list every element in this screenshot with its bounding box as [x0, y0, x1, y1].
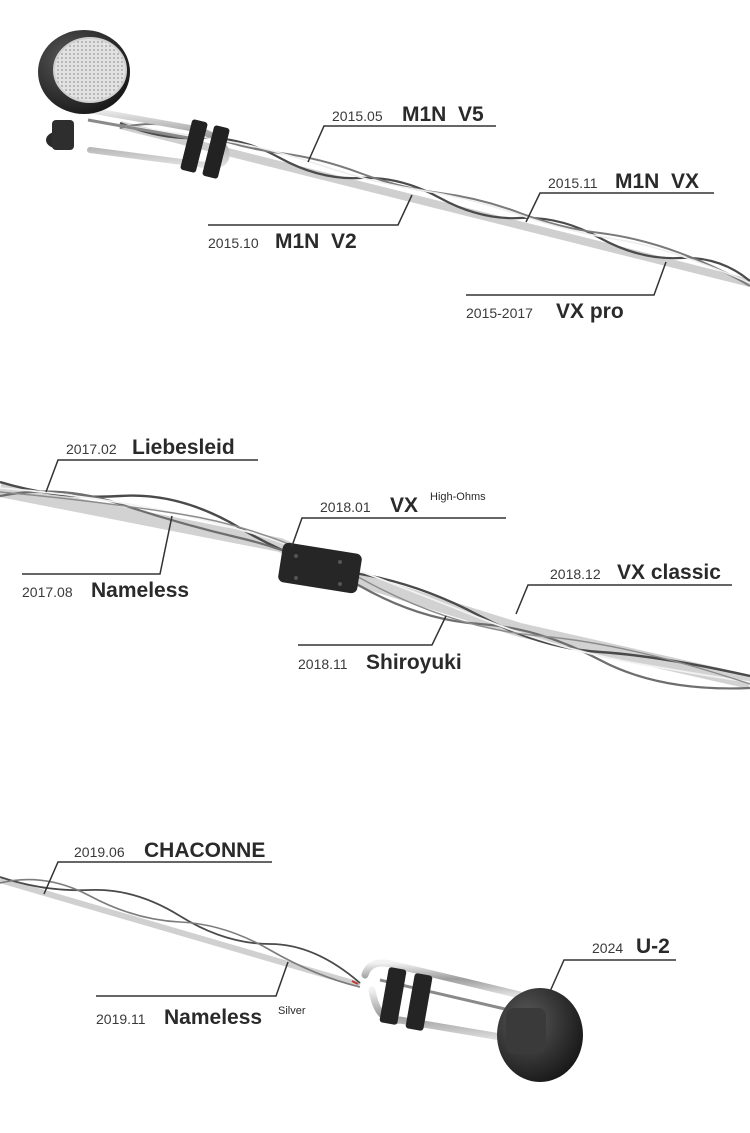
- label-date: 2015.10: [208, 235, 259, 251]
- timeline-label: 2015-2017 VX pro: [466, 261, 667, 323]
- label-name: VX: [390, 494, 418, 517]
- timeline-label: 2015.05 M1N V5: [307, 103, 496, 163]
- timeline-label: 2015.11 M1N VX: [525, 170, 714, 223]
- timeline-label: 2017.08 Nameless: [22, 515, 189, 602]
- label-date: 2015.05: [332, 108, 383, 124]
- label-name: CHACONNE: [144, 839, 265, 862]
- timeline-label: 2018.12 VX classic: [515, 561, 732, 615]
- label-name: M1N V5: [402, 103, 484, 126]
- label-name: M1N V2: [275, 230, 357, 253]
- cable-3: [0, 876, 361, 988]
- timeline-label: 2024 U-2: [547, 935, 676, 997]
- cable-2: [0, 480, 750, 690]
- label-name: VX pro: [556, 300, 624, 323]
- timeline-label: 2019.11 Nameless Silver: [96, 961, 306, 1029]
- earbud-top: [38, 30, 230, 179]
- timeline-label: 2015.10 M1N V2: [208, 194, 413, 253]
- label-date: 2019.11: [96, 1011, 146, 1027]
- label-name: Liebesleid: [132, 436, 235, 459]
- label-date: 2015-2017: [466, 305, 533, 321]
- section-2: 2017.02 Liebesleid 2018.01 VX High-Ohms …: [0, 436, 750, 690]
- label-date: 2018.12: [550, 566, 601, 582]
- label-name: Nameless: [91, 579, 189, 602]
- section-1: 2015.05 M1N V5 2015.11 M1N VX 2015.10 M1…: [38, 30, 750, 323]
- label-name: Shiroyuki: [366, 651, 462, 674]
- label-date: 2015.11: [548, 175, 598, 191]
- label-date: 2018.11: [298, 656, 348, 672]
- label-name: VX classic: [617, 561, 721, 584]
- timeline-label: 2019.06 CHACONNE: [43, 839, 272, 895]
- earbud-bottom: [361, 959, 583, 1082]
- splitter-block: [278, 542, 362, 594]
- section-3: 2019.06 CHACONNE 2024 U-2 2019.11 Namele…: [0, 839, 676, 1082]
- timeline-label: 2018.01 VX High-Ohms: [291, 491, 506, 547]
- label-date: 2024: [592, 940, 623, 956]
- label-name: M1N VX: [615, 170, 699, 193]
- timeline-label: 2018.11 Shiroyuki: [298, 615, 462, 674]
- label-name: Nameless: [164, 1006, 262, 1029]
- label-date: 2019.06: [74, 844, 125, 860]
- timeline-label: 2017.02 Liebesleid: [45, 436, 258, 493]
- label-date: 2017.02: [66, 441, 117, 457]
- label-date: 2018.01: [320, 499, 371, 515]
- label-superscript: Silver: [278, 1005, 306, 1017]
- label-superscript: High-Ohms: [430, 491, 486, 503]
- label-date: 2017.08: [22, 584, 73, 600]
- label-name: U-2: [636, 935, 670, 958]
